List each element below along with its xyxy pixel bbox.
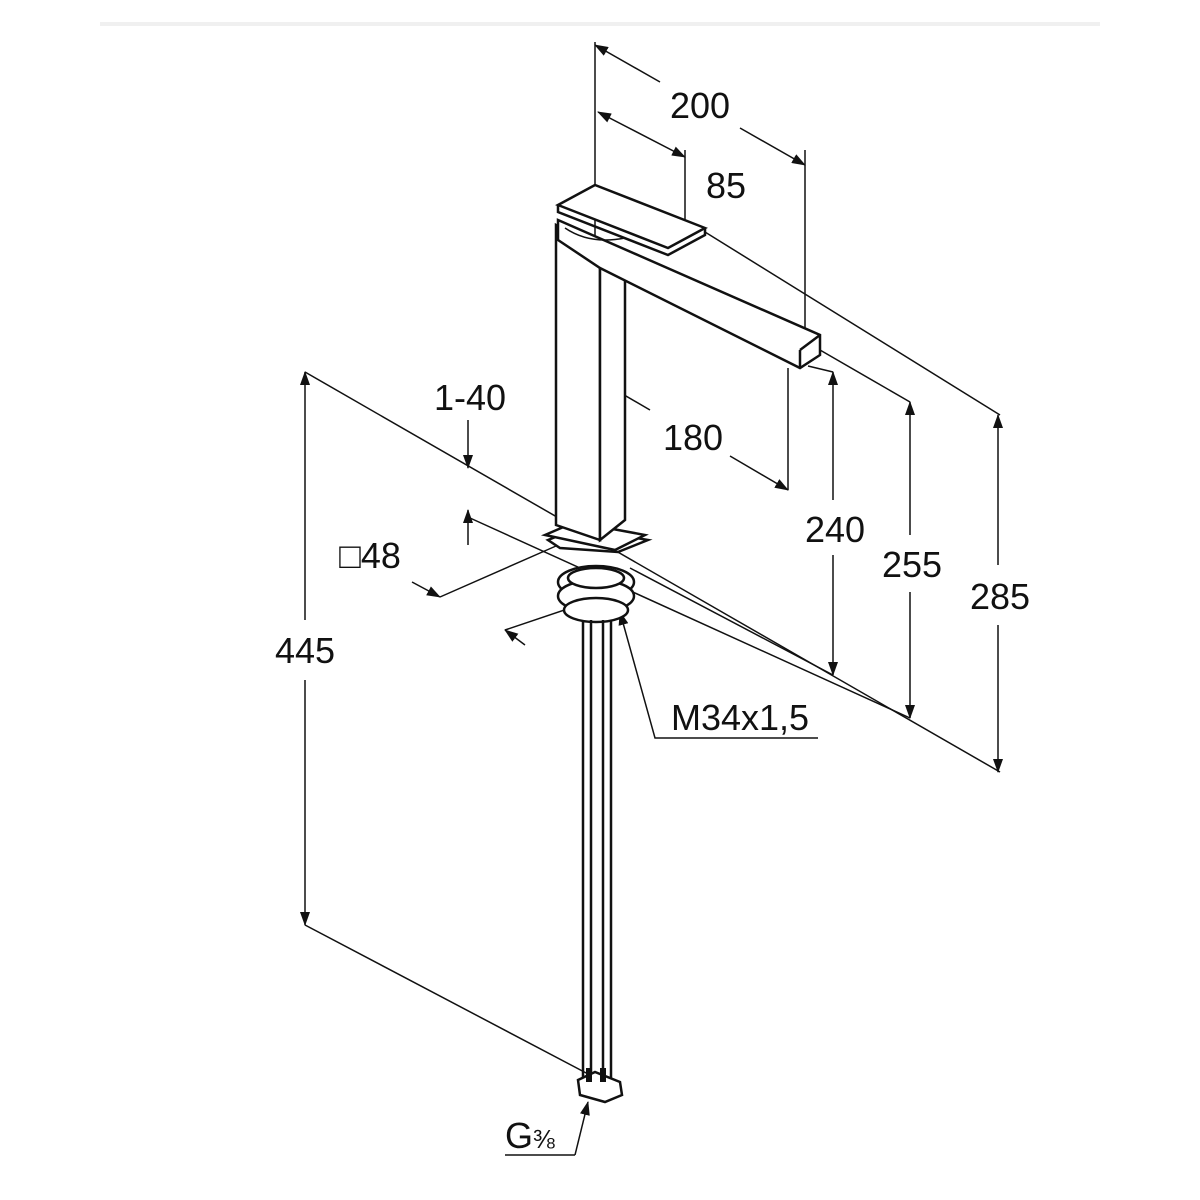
top-divider <box>100 22 1100 26</box>
dimension-lines <box>300 44 1003 1156</box>
dimension-square-48: □48 <box>339 535 401 576</box>
dimension-180: 180 <box>663 417 723 458</box>
dimension-85: 85 <box>706 165 746 206</box>
thread-label: M34x1,5 <box>671 697 809 738</box>
dimension-285: 285 <box>970 576 1030 617</box>
dimension-255: 255 <box>882 544 942 585</box>
dimension-445: 445 <box>275 630 335 671</box>
dimension-1-40: 1-40 <box>434 377 506 418</box>
dimension-200: 200 <box>670 85 730 126</box>
connection-label: G⅜ <box>505 1115 555 1156</box>
supply-hoses <box>576 620 624 1104</box>
faucet-body <box>540 183 822 624</box>
dimension-240: 240 <box>805 509 865 550</box>
